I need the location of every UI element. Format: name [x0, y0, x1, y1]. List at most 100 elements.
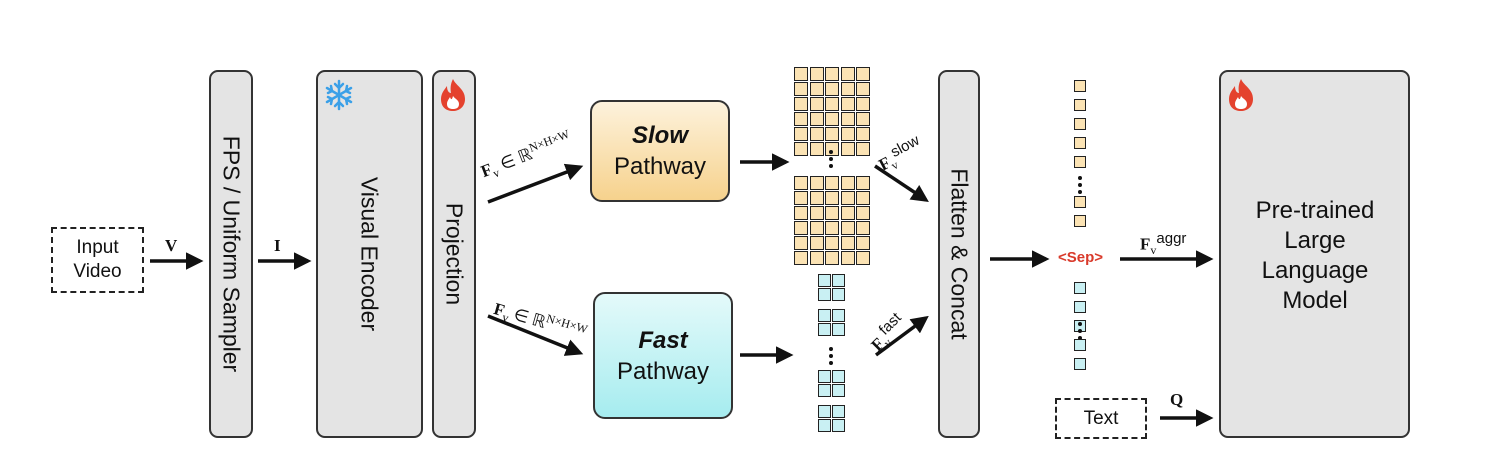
ellipsis-dot: [829, 150, 833, 154]
slow-token: [840, 112, 855, 126]
slow-pathway-title: Slow: [631, 122, 688, 149]
input-video-box: Input Video: [51, 227, 144, 293]
sequence-fast-token: [1074, 358, 1086, 370]
fast-token: [818, 323, 831, 336]
sep-token: <Sep>: [1058, 249, 1104, 266]
text-input-label: Text: [1083, 407, 1119, 429]
slow-token: [809, 67, 824, 81]
sequence-fast-token: [1074, 282, 1086, 294]
visual-encoder-block: [316, 70, 423, 438]
slow-token: [856, 191, 870, 205]
slow-token: [856, 82, 870, 96]
ellipsis-dot: [1078, 176, 1082, 180]
fast-token: [818, 405, 831, 418]
fast-token: [832, 274, 845, 287]
slow-token: [794, 127, 808, 141]
sequence-fast-token: [1074, 301, 1086, 313]
ellipsis-dot: [1078, 183, 1082, 187]
ellipsis-dot: [829, 361, 833, 365]
ellipsis-dot: [1078, 322, 1082, 326]
ellipsis-dot: [1078, 336, 1082, 340]
slow-token: [840, 206, 855, 220]
slow-token: [825, 251, 839, 265]
slow-pathway-subtitle: Pathway: [613, 153, 707, 180]
arrow-to-fast-pathway: [487, 314, 584, 356]
slow-token: [856, 176, 870, 190]
fast-token: [832, 309, 845, 322]
slow-token: [809, 236, 824, 250]
slow-token: [825, 97, 839, 111]
ellipsis-dot: [829, 347, 833, 351]
sequence-fast-token: [1074, 339, 1086, 351]
slow-token: [840, 191, 855, 205]
slow-token: [809, 142, 824, 156]
fast-pathway-block: Fast Pathway: [593, 292, 733, 419]
slow-token: [809, 191, 824, 205]
flame-icon: [1229, 79, 1253, 111]
slow-token: [809, 221, 824, 235]
slow-token: [825, 127, 839, 141]
fast-pathway-title: Fast: [638, 326, 688, 354]
fast-token: [832, 370, 845, 383]
slow-token: [794, 176, 808, 190]
slow-token: [856, 251, 870, 265]
fast-token: [818, 274, 831, 287]
flatten-concat-label: Flatten & Concat: [946, 168, 973, 340]
llm-block: [1219, 70, 1410, 438]
symbol-q: Q: [1170, 390, 1184, 409]
slow-token: [794, 221, 808, 235]
sequence-slow-token: [1074, 156, 1086, 168]
slow-token: [856, 97, 870, 111]
fast-pathway-subtitle: Pathway: [616, 357, 710, 385]
input-video-label: Input Video: [73, 237, 122, 282]
slow-token: [825, 142, 839, 156]
sampler-label: FPS / Uniform Sampler: [218, 135, 245, 373]
snowflake-icon: [325, 79, 353, 111]
slow-token: [809, 206, 824, 220]
sampler-block: [209, 70, 253, 438]
ellipsis-dot: [829, 157, 833, 161]
slow-token: [856, 67, 870, 81]
fast-token: [832, 288, 845, 301]
ellipsis-dot: [1078, 190, 1082, 194]
slow-token: [825, 176, 839, 190]
slow-token: [809, 251, 824, 265]
slow-token: [840, 82, 855, 96]
flatten-concat-block: [938, 70, 980, 438]
slow-token: [809, 112, 824, 126]
slow-token: [840, 221, 855, 235]
slow-token: [794, 206, 808, 220]
fast-token: [818, 419, 831, 432]
fast-token: [832, 323, 845, 336]
fast-token: [832, 405, 845, 418]
slow-token: [825, 112, 839, 126]
ellipsis-dot: [829, 164, 833, 168]
projection-block: [432, 70, 476, 438]
slow-token: [809, 82, 824, 96]
slow-token: [825, 82, 839, 96]
arrow-slow-tokens-to-concat: [874, 164, 929, 202]
llm-label: Pre-trained Large Language Model: [1255, 197, 1375, 314]
arrow-fast-tokens-to-concat: [874, 315, 929, 357]
slow-token: [825, 236, 839, 250]
ellipsis-dot: [829, 354, 833, 358]
fast-token: [818, 384, 831, 397]
slow-token: [840, 236, 855, 250]
slow-token: [856, 206, 870, 220]
slow-token: [825, 191, 839, 205]
slow-token: [856, 127, 870, 141]
fast-token: [818, 288, 831, 301]
slow-token: [840, 97, 855, 111]
slow-token: [856, 221, 870, 235]
slow-token: [840, 176, 855, 190]
slow-token: [840, 127, 855, 141]
slow-token: [794, 251, 808, 265]
sequence-slow-token: [1074, 196, 1086, 208]
slow-token: [825, 221, 839, 235]
slow-token: [794, 236, 808, 250]
text-input-box: Text: [1055, 398, 1147, 439]
fast-token: [832, 419, 845, 432]
feature-aggr-label: Fvaggr: [1140, 230, 1187, 258]
slow-token: [840, 67, 855, 81]
slow-token: [794, 67, 808, 81]
